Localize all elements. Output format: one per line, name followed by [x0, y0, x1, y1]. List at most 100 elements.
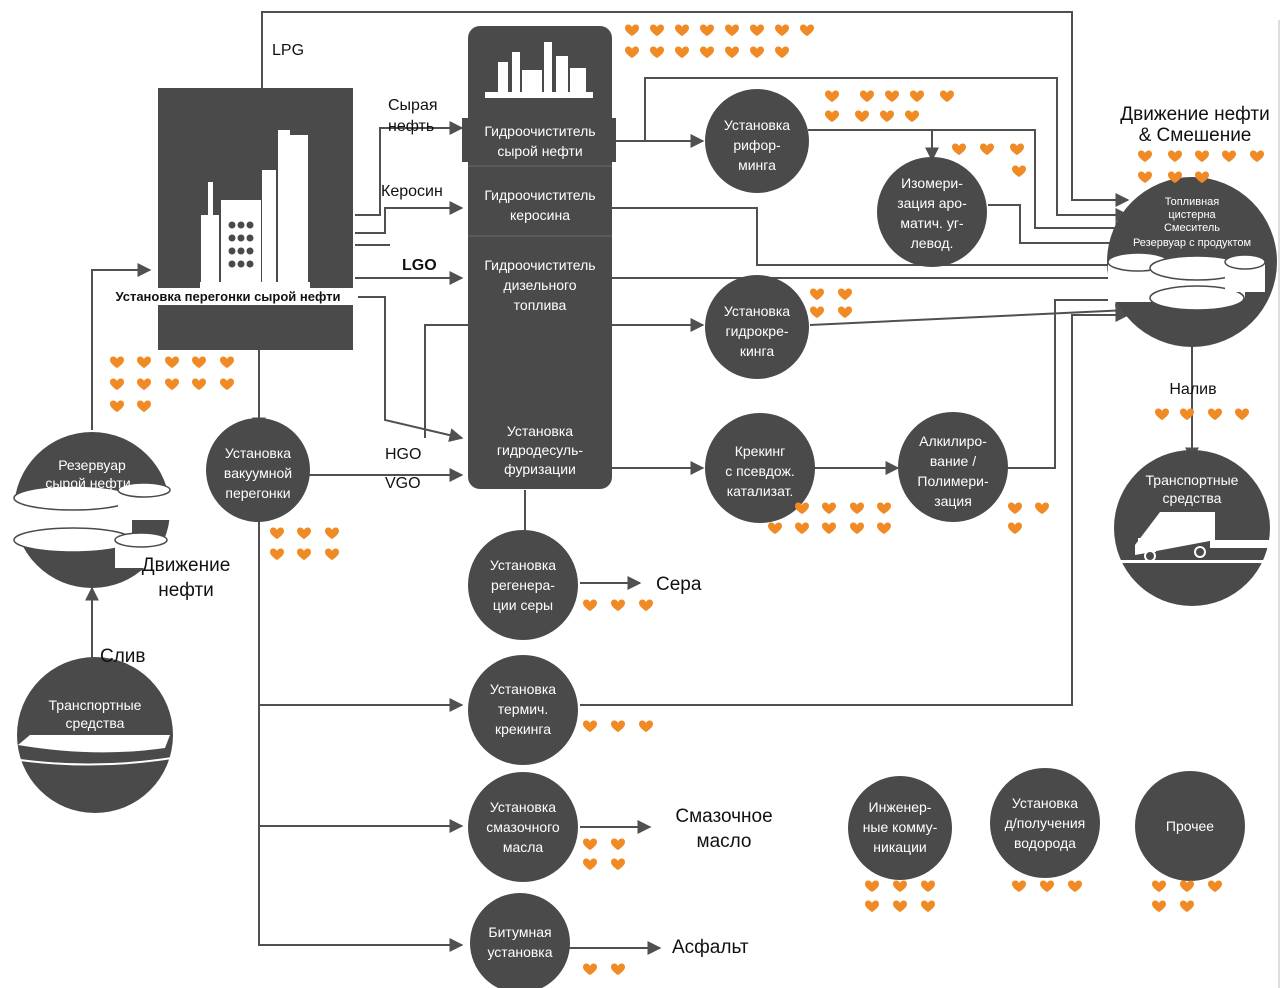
- product-tank-line-1: Топливная: [1165, 196, 1220, 208]
- fcc-line-2: с псевдож.: [725, 463, 795, 479]
- factory-icon: [485, 42, 593, 98]
- stream-labels: LPG Сырая нефть Керосин LGO HGO VGO Движ…: [100, 42, 1270, 958]
- heart-hands-icon: [810, 288, 852, 318]
- oil-movement-blending-label-1: Движение нефти: [1120, 104, 1269, 125]
- hds-line-3: фуризации: [504, 461, 576, 477]
- hydrocracking-unit[interactable]: Установка гидрокре- кинга: [705, 275, 809, 379]
- heart-hands-icon: [1152, 880, 1222, 912]
- transport-in-line-2: средства: [66, 715, 125, 731]
- crude-distillation-unit[interactable]: Установка перегонки сырой нефти: [98, 88, 358, 350]
- transport-out-line-1: Транспортные: [1146, 472, 1239, 488]
- heart-hands-icon: [1155, 408, 1249, 420]
- vacuum-line-3: перегонки: [225, 485, 290, 501]
- alkylation-line-3: Полимери-: [917, 473, 989, 489]
- heart-hands-icon: [110, 356, 234, 412]
- product-tank-node[interactable]: Топливная цистерна Смеситель Резервуар с…: [1107, 177, 1277, 347]
- fcc-line-1: Крекинг: [735, 443, 786, 459]
- heart-hands-icon: [270, 527, 339, 560]
- reforming-line-1: Установка: [724, 117, 790, 133]
- crude-tank-node[interactable]: Резервуар сырой нефти: [13, 432, 171, 588]
- sulfur-recovery-unit[interactable]: Установка регенера- ции серы: [468, 530, 578, 640]
- crude-distillation-label: Установка перегонки сырой нефти: [115, 289, 340, 304]
- lube-oil-label-2: масло: [697, 831, 752, 852]
- heart-hands-icon: [583, 838, 625, 870]
- heart-hands-icon: [1012, 880, 1082, 892]
- reforming-line-3: минга: [738, 157, 776, 173]
- transport-in-line-1: Транспортные: [49, 697, 142, 713]
- asphalt-label: Асфальт: [672, 937, 749, 958]
- sulfur-recovery-line-1: Установка: [490, 557, 556, 573]
- crude-stream-label-1: Сырая: [388, 97, 438, 114]
- vacuum-distillation-unit[interactable]: Установка вакуумной перегонки: [206, 418, 310, 522]
- heart-hands-icon: [825, 90, 954, 122]
- bitumen-line-2: установка: [487, 944, 552, 960]
- other-unit[interactable]: Прочее: [1135, 771, 1245, 881]
- lube-unit-line-1: Установка: [490, 799, 556, 815]
- loading-label: Налив: [1169, 381, 1216, 398]
- bitumen-line-1: Битумная: [488, 924, 551, 940]
- transport-out-line-2: средства: [1163, 490, 1222, 506]
- sulfur-label: Сера: [656, 574, 702, 595]
- hydrogen-unit[interactable]: Установка д/получения водорода: [990, 768, 1100, 878]
- vacuum-line-1: Установка: [225, 445, 291, 461]
- heart-hands-icon: [583, 599, 653, 611]
- sulfur-recovery-line-3: ции серы: [493, 597, 553, 613]
- truck-icon: [1115, 512, 1270, 563]
- lube-oil-unit[interactable]: Установка смазочного масла: [468, 772, 578, 882]
- bitumen-unit[interactable]: Битумная установка: [470, 893, 570, 988]
- hydrogen-line-2: д/получения: [1005, 815, 1086, 831]
- crude-hydrotreater-line-2: сырой нефти: [497, 143, 582, 159]
- transport-in-node[interactable]: Транспортные средства: [17, 657, 173, 813]
- thermal-cracking-line-1: Установка: [490, 681, 556, 697]
- transport-out-node[interactable]: Транспортные средства: [1114, 450, 1270, 606]
- alkylation-line-4: зация: [934, 493, 972, 509]
- product-tank-line-4: Резервуар с продуктом: [1133, 237, 1251, 249]
- tank-icon: [13, 482, 171, 568]
- lube-unit-line-2: смазочного: [486, 819, 560, 835]
- isomerization-line-1: Изомери-: [901, 175, 963, 191]
- diesel-hydrotreater-line-2: дизельного: [503, 277, 576, 293]
- thermal-cracking-line-3: крекинга: [495, 721, 551, 737]
- kerosene-hydrotreater-line-2: керосина: [510, 207, 570, 223]
- heart-hands-icon: [583, 963, 625, 975]
- lpg-label: LPG: [272, 42, 304, 59]
- isomerization-line-2: зация аро-: [897, 195, 967, 211]
- alkylation-line-2: вание /: [930, 453, 976, 469]
- product-tank-line-2: цистерна: [1168, 209, 1216, 221]
- crude-tank-line-1: Резервуар: [58, 457, 126, 473]
- thermal-cracking-unit[interactable]: Установка термич. крекинга: [468, 655, 578, 765]
- kerosene-hydrotreater-line-1: Гидроочиститель: [484, 187, 595, 203]
- hydrogen-line-1: Установка: [1012, 795, 1078, 811]
- product-tank-line-3: Смеситель: [1164, 222, 1220, 234]
- hydrocracking-line-1: Установка: [724, 303, 790, 319]
- oil-movement-label-1: Движение: [142, 555, 231, 576]
- fcc-line-3: катализат.: [727, 483, 794, 499]
- sulfur-recovery-line-2: регенера-: [491, 577, 555, 593]
- heart-hands-icon: [1138, 150, 1264, 183]
- isomerization-unit[interactable]: Изомери- зация аро- матич. уг- левод.: [877, 157, 987, 267]
- hds-line-1: Установка: [507, 423, 573, 439]
- utilities-unit[interactable]: Инженер- ные комму- никации: [848, 776, 952, 880]
- alkylation-unit[interactable]: Алкилиро- вание / Полимери- зация: [898, 412, 1008, 522]
- reforming-line-2: рифор-: [733, 137, 781, 153]
- hgo-label: HGO: [385, 446, 421, 463]
- fcc-unit[interactable]: Крекинг с псевдож. катализат.: [705, 413, 815, 523]
- hydrocracking-line-3: кинга: [740, 343, 774, 359]
- oil-movement-label-2: нефти: [158, 580, 214, 601]
- flow-lines: [85, 11, 1199, 955]
- crude-hydrotreater-line-1: Гидроочиститель: [484, 123, 595, 139]
- heart-hands-icon: [625, 24, 814, 58]
- lube-oil-label-1: Смазочное: [675, 806, 772, 827]
- diesel-hydrotreater-line-1: Гидроочиститель: [484, 257, 595, 273]
- thermal-cracking-line-2: термич.: [498, 701, 548, 717]
- other-line-1: Прочее: [1166, 818, 1214, 834]
- drain-label: Слив: [100, 646, 146, 667]
- reforming-unit[interactable]: Установка рифор- минга: [705, 89, 809, 193]
- hydrogen-line-3: водорода: [1014, 835, 1076, 851]
- utilities-line-2: ные комму-: [863, 819, 938, 835]
- crude-stream-label-2: нефть: [388, 118, 434, 135]
- utilities-line-1: Инженер-: [869, 799, 932, 815]
- heart-hands-icon: [865, 880, 935, 912]
- hydrotreater-column[interactable]: Гидроочиститель сырой нефти Гидроочистит…: [462, 26, 616, 489]
